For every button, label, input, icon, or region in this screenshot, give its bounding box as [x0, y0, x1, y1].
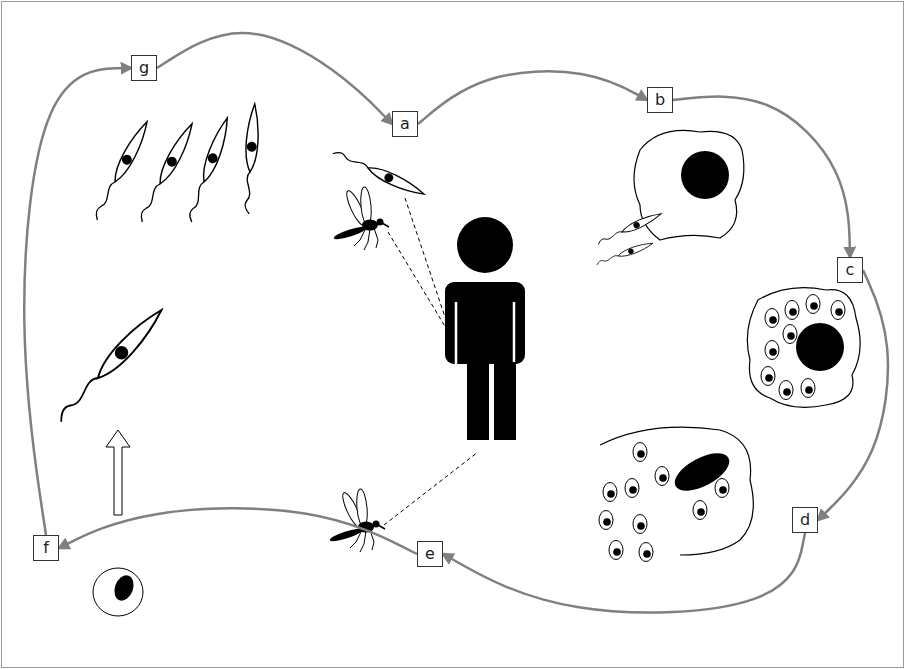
macrophage [681, 151, 729, 199]
stage-label-box: b [647, 87, 673, 113]
human-figure [494, 362, 516, 440]
stage-label-box: c [837, 257, 863, 283]
amastigotes [693, 501, 707, 520]
promastigote [241, 104, 260, 215]
promastigote [53, 305, 167, 425]
macrophage [634, 130, 744, 240]
stage-letter: b [648, 88, 672, 111]
amastigotes [599, 443, 729, 562]
cycle-arrow [157, 33, 392, 124]
bite-lines [384, 452, 478, 525]
amastigotes [785, 301, 799, 320]
human-figure [457, 217, 513, 273]
cycle-arrow [418, 71, 647, 124]
amastigotes [761, 295, 845, 400]
infected-macrophage [796, 323, 844, 371]
cycle-arrow [59, 508, 417, 554]
stage-label-box: d [792, 507, 818, 533]
amastigotes [633, 515, 647, 534]
infected-macrophage [747, 288, 860, 408]
stage-letter: c [838, 258, 862, 281]
bite-lines [405, 198, 446, 320]
stage-label-box: g [131, 55, 157, 81]
amastigotes [779, 381, 793, 400]
stage-label-box: a [392, 111, 418, 137]
human-figure [467, 362, 489, 440]
amastigotes [761, 367, 775, 386]
amastigotes [801, 379, 815, 398]
transforming-cell [93, 568, 143, 616]
amastigotes [599, 511, 613, 530]
ruptured-macrophage [600, 427, 753, 555]
stage-label-box: e [417, 541, 443, 567]
bite-lines [388, 232, 446, 328]
promastigote [90, 119, 152, 222]
ruptured-macrophage [669, 446, 735, 499]
human-figure [445, 217, 525, 440]
stage-label-box: f [33, 535, 59, 561]
amastigotes [639, 543, 653, 562]
amastigotes [625, 479, 639, 498]
amastigotes [715, 479, 729, 498]
stage-letter: d [793, 508, 817, 531]
promastigote [595, 240, 654, 266]
infected-macrophage [747, 288, 860, 408]
promastigote [596, 210, 663, 246]
stage-letter: a [393, 112, 417, 135]
amastigotes [609, 541, 623, 560]
amastigotes [603, 483, 617, 502]
sandfly [333, 187, 389, 250]
human-figure [455, 302, 458, 366]
ruptured-macrophage [600, 427, 753, 555]
cycle-arrow [673, 97, 850, 257]
transforming-cell [93, 568, 143, 616]
stage-letter: g [132, 56, 156, 79]
amastigotes [783, 325, 797, 344]
promastigote [184, 116, 233, 223]
amastigotes [633, 443, 647, 462]
amastigotes [806, 295, 820, 314]
stage-letter: f [34, 536, 58, 559]
promastigote [135, 121, 197, 224]
amastigotes [831, 301, 845, 320]
promastigote [331, 147, 426, 199]
human-figure [513, 302, 516, 366]
amastigotes [765, 341, 779, 360]
cycle-arrow [443, 533, 805, 613]
amastigotes [765, 309, 779, 328]
cycle-arrow [24, 68, 131, 535]
transforming-cell [111, 573, 137, 604]
macrophage [634, 130, 744, 240]
amastigotes [655, 467, 669, 486]
stage-letter: e [418, 542, 442, 565]
bite-lines [384, 198, 478, 525]
transformation-arrow [106, 430, 130, 515]
sandfly [329, 489, 385, 552]
cycle-arrow [818, 270, 888, 520]
